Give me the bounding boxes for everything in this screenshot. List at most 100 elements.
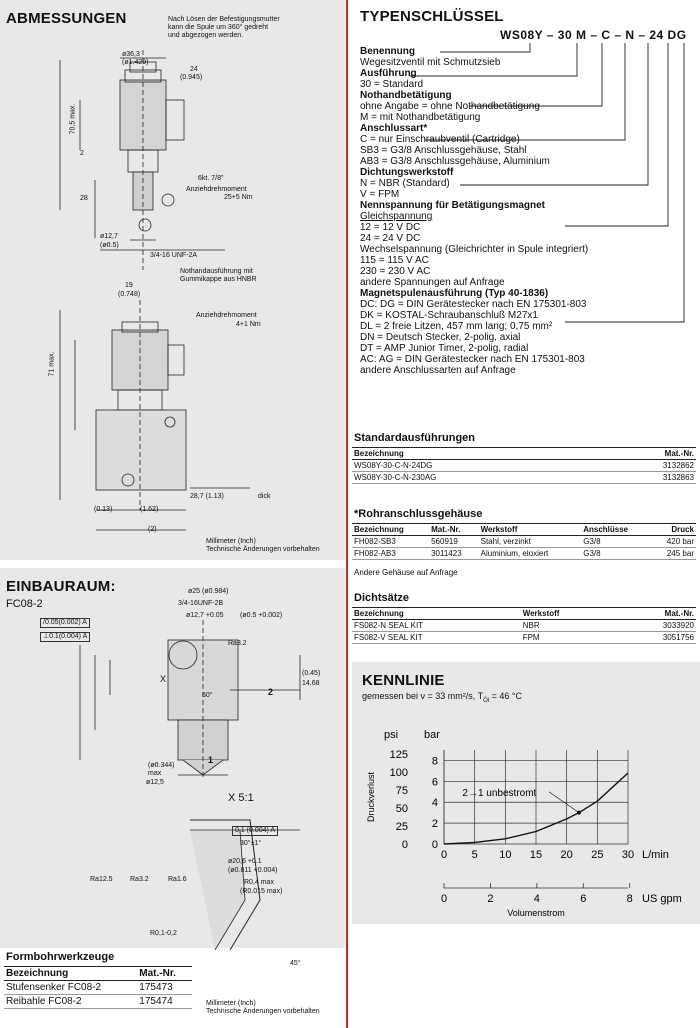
- col-matnr: Mat.-Nr.: [596, 447, 696, 460]
- typen-line: DC: DG = DIN Gerätestecker nach EN 17530…: [360, 299, 587, 310]
- dim-mid-22: 28,7 (1.13): [190, 493, 224, 500]
- cell: 3033920: [614, 619, 696, 632]
- ein-dim-x: X: [160, 674, 167, 684]
- ein-dim-p2: 2: [268, 687, 274, 697]
- typen-line: AC: AG = DIN Gerätestecker nach EN 17530…: [360, 354, 585, 365]
- typen-connectors: [410, 43, 685, 323]
- typen-line: AB3 = G3/8 Anschlussgehäuse, Aluminium: [360, 156, 550, 167]
- label-anzieh2: Anziehdrehmoment: [196, 312, 257, 319]
- det-ra16: Ra1.6: [168, 876, 187, 883]
- label-anzieh1: Anziehdrehmoment: [186, 186, 247, 193]
- column-divider: [346, 0, 348, 1028]
- note-top: Nach Lösen der Befestigungsmutter kann d…: [168, 16, 280, 39]
- ein-dim-0492: ø12,5: [146, 779, 164, 786]
- dim-mid-1: 19: [125, 282, 133, 289]
- x-unit-gpm: US gpm: [642, 893, 682, 905]
- ein-dim-3: ø12,7 +0.05: [186, 612, 224, 619]
- rohr-note: Andere Gehäuse auf Anfrage: [354, 568, 458, 577]
- standard-table: Bezeichnung Mat.-Nr. WS08Y-30-C-N-24DG 3…: [352, 447, 696, 484]
- col-h: Anschlüsse: [581, 523, 652, 536]
- psi-tick-label: 50: [396, 803, 408, 815]
- det-4: (ø0.811 +0.004): [228, 867, 278, 874]
- col-bezeichnung: Bezeichnung: [352, 447, 597, 460]
- gpm-tick-label: 0: [441, 893, 447, 905]
- det-3: ø20,6 +0.1: [228, 858, 262, 865]
- kennlinie-panel: [352, 662, 700, 924]
- typen-line: SB3 = G3/8 Anschlussgehäuse, Stahl: [360, 145, 527, 156]
- typen-line: DT = AMP Junior Timer, 2-polig, radial: [360, 343, 529, 354]
- typen-line: 12 = 12 V DC: [360, 222, 421, 233]
- bar-tick-label: 2: [432, 818, 438, 830]
- standard-title: Standardausführungen: [354, 432, 476, 444]
- dim-top-2: (ø1.429): [122, 59, 149, 66]
- psi-tick-label: 125: [390, 749, 408, 761]
- cell: 3011423: [429, 547, 479, 560]
- cell: 175474: [137, 994, 192, 1009]
- kennlinie-subtitle-end: = 46 °C: [489, 691, 523, 701]
- x-axis-label: Volumenstrom: [507, 908, 565, 918]
- dim-top-9: 2: [80, 150, 84, 157]
- typen-line: 30 = Standard: [360, 79, 424, 90]
- einbauraum-drawing: [79, 620, 301, 950]
- footer1-b: Millimeter (Inch): [206, 1000, 256, 1007]
- ein-dim-0578: 14,68: [302, 680, 320, 687]
- typen-line: 24 = 24 V DC: [360, 233, 421, 244]
- gpm-tick-label: 6: [580, 893, 586, 905]
- lmin-tick-label: 30: [622, 849, 634, 861]
- typen-lines: Benennung Wegesitzventil mit Schmutzsieb…: [360, 46, 700, 376]
- series-line: [443, 772, 629, 845]
- typen-code: WS08Y – 30 M – C – N – 24 DG: [500, 28, 687, 42]
- col-bezeichnung: Bezeichnung: [4, 966, 138, 981]
- cell: FH082-SB3: [352, 535, 430, 548]
- dim-top-4: (0.945): [180, 74, 203, 81]
- dim-top-11: 28: [80, 195, 88, 202]
- series-label: 2→1 unbestromt: [462, 788, 536, 799]
- table-header: Bezeichnung Werkstoff Mat.-Nr.: [352, 607, 696, 620]
- gpm-tick-label: 2: [487, 893, 493, 905]
- lmin-tick-label: 20: [561, 849, 573, 861]
- x-unit-lmin: L/min: [642, 849, 669, 861]
- formbohr-table: Bezeichnung Mat.-Nr. Stufensenker FC08-2…: [4, 966, 192, 1009]
- typen-line: Benennung: [360, 46, 415, 57]
- table-row: FH082-AB3 3011423 Aluminium, eloxiert G3…: [352, 547, 696, 560]
- typen-line: 230 = 230 V AC: [360, 266, 431, 277]
- col-matnr: Mat.-Nr.: [137, 966, 192, 981]
- cell: FS082-N SEAL KIT: [352, 619, 521, 632]
- typen-line: Nothandbetätigung: [360, 90, 452, 101]
- lmin-tick-label: 25: [591, 849, 603, 861]
- lmin-tick-label: 10: [499, 849, 511, 861]
- label-anzieh2-val: 4+1 Nm: [236, 321, 261, 328]
- series-marker: [576, 810, 581, 815]
- rohr-title: *Rohranschlussgehäuse: [354, 508, 483, 520]
- detail-title: X 5:1: [228, 792, 254, 804]
- det-2: 30°±1°: [240, 840, 262, 847]
- dim-top-5: 70,5 max.: [69, 103, 77, 135]
- det-1: 0,1 (0.004) A: [232, 826, 279, 836]
- cell: G3/8: [581, 535, 652, 548]
- dim-top-13: ø12,7: [100, 233, 118, 240]
- col-h: Werkstoff: [520, 607, 615, 620]
- dim-mid-21: (2): [148, 526, 157, 533]
- lmin-tick-label: 15: [530, 849, 542, 861]
- typen-line: M = mit Nothandbetätigung: [360, 112, 481, 123]
- footer2-b: Technische Änderungen vorbehalten: [206, 1008, 320, 1015]
- lmin-tick-label: 0: [441, 849, 447, 861]
- typen-line: C = nur Einschraubventil (Cartridge): [360, 134, 520, 145]
- col-h: Werkstoff: [478, 523, 582, 536]
- cell: 3051756: [614, 631, 696, 644]
- typen-line: Anschlussart*: [360, 123, 428, 134]
- table-row: Reibahle FC08-2 175474: [4, 994, 192, 1009]
- rohr-table: Bezeichnung Mat.-Nr. Werkstoff Anschlüss…: [352, 523, 696, 560]
- ein-dim-max: (ø0.344): [148, 762, 175, 769]
- typen-line: DL = 2 freie Litzen, 457 mm lang; 0,75 m…: [360, 321, 553, 332]
- dim-mid-2: (0.748): [118, 291, 141, 298]
- typen-line: 115 = 115 V AC: [360, 255, 429, 266]
- cell: WS08Y-30-C-N-230AG: [352, 471, 597, 484]
- table-row: WS08Y-30-C-N-24DG 3132862: [352, 459, 696, 472]
- det-ra32: Ra3.2: [130, 876, 149, 883]
- lmin-tick-label: 5: [472, 849, 478, 861]
- cell: 245 bar: [651, 547, 696, 560]
- cell: 560919: [429, 535, 479, 548]
- kennlinie-title: KENNLINIE: [362, 672, 445, 689]
